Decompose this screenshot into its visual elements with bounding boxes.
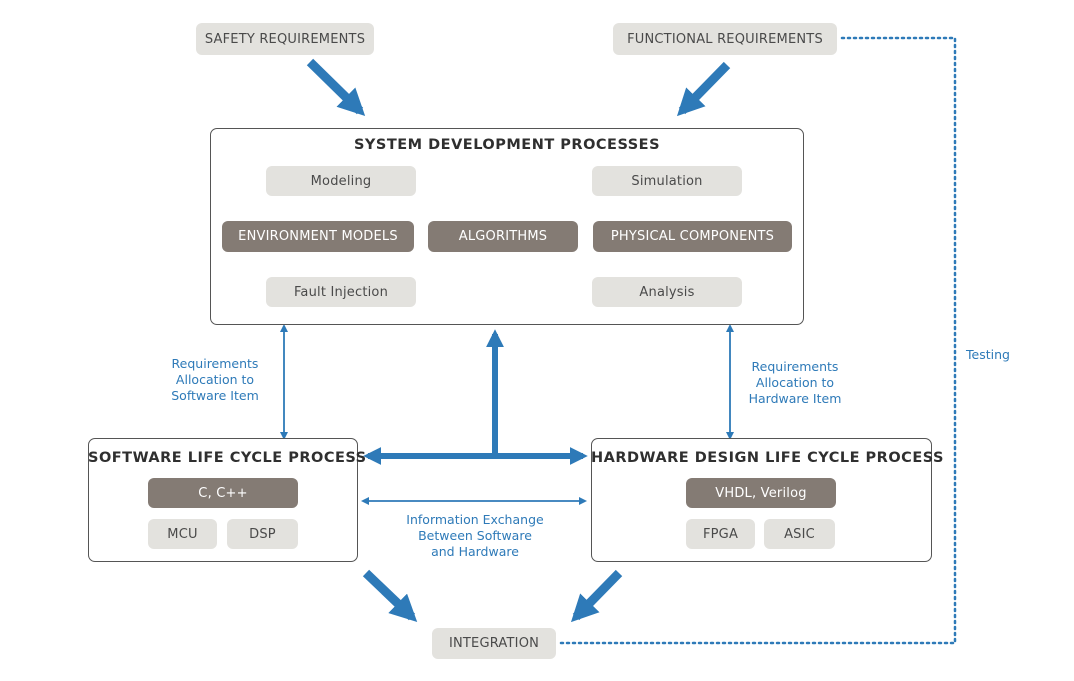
info-exchange-label: Information Exchange Between Software an… <box>406 512 544 559</box>
algorithms-box: ALGORITHMS <box>428 221 578 252</box>
sw-allocation-label: Requirements Allocation to Software Item <box>171 356 259 403</box>
asic-box: ASIC <box>764 519 835 549</box>
system-development-title: SYSTEM DEVELOPMENT PROCESSES <box>353 137 661 153</box>
fpga-box: FPGA <box>686 519 755 549</box>
mcu-box: MCU <box>148 519 217 549</box>
hw-allocation-label: Requirements Allocation to Hardware Item <box>748 359 842 406</box>
software-life-cycle-title: SOFTWARE LIFE CYCLE PROCESS <box>88 450 367 466</box>
analysis-box: Analysis <box>592 277 742 307</box>
testing-label: Testing <box>966 347 1010 362</box>
dsp-box: DSP <box>227 519 298 549</box>
functional-requirements-box: FUNCTIONAL REQUIREMENTS <box>613 23 837 55</box>
vhdl-verilog-box: VHDL, Verilog <box>686 478 836 508</box>
safety-to-system-arrow <box>306 58 366 117</box>
testing-loop <box>558 36 957 645</box>
fault-injection-box: Fault Injection <box>266 277 416 307</box>
safety-requirements-box: SAFETY REQUIREMENTS <box>196 23 374 55</box>
software-to-integration-arrow <box>362 569 418 622</box>
hardware-to-integration-arrow <box>570 569 623 623</box>
physical-components-box: PHYSICAL COMPONENTS <box>593 221 792 252</box>
environment-models-box: ENVIRONMENT MODELS <box>222 221 414 252</box>
c-cpp-box: C, C++ <box>148 478 298 508</box>
functional-to-system-arrow <box>676 61 731 117</box>
integration-box: INTEGRATION <box>432 628 556 659</box>
simulation-box: Simulation <box>592 166 742 196</box>
modeling-box: Modeling <box>266 166 416 196</box>
hardware-design-title: HARDWARE DESIGN LIFE CYCLE PROCESS <box>591 450 944 466</box>
